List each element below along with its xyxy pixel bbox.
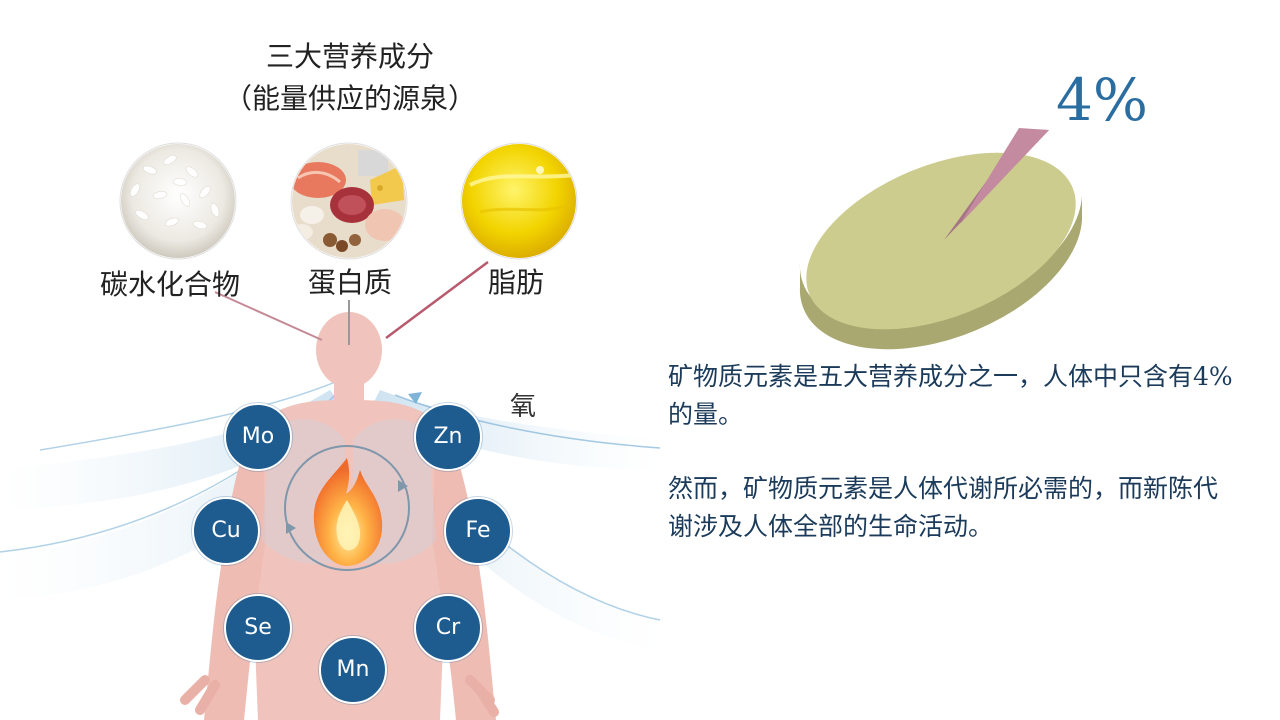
- element-badge-mn: Mn: [319, 636, 387, 704]
- oxygen-label: 氧: [510, 392, 537, 422]
- element-badge-fe: Fe: [444, 497, 512, 565]
- rice-image: [119, 142, 237, 260]
- food-connectors: [214, 260, 489, 345]
- label-fat: 脂肪: [488, 266, 545, 299]
- pie-chart: [799, 128, 1082, 350]
- title-line1: 三大营养成分: [265, 40, 434, 73]
- diagram-title: 三大营养成分 （能量供应的源泉）: [200, 36, 500, 120]
- metabolism-cycle: [284, 445, 410, 571]
- description-paragraph-1: 矿物质元素是五大营养成分之一，人体中只含有4%的量。: [668, 362, 1233, 429]
- element-badge-zn: Zn: [414, 403, 482, 471]
- description-paragraph-2: 然而，矿物质元素是人体代谢所必需的，而新陈代谢涉及人体全部的生命活动。: [668, 474, 1219, 541]
- label-protein: 蛋白质: [308, 266, 393, 299]
- element-badge-cr: Cr: [414, 594, 482, 662]
- element-badge-se: Se: [224, 594, 292, 662]
- element-badge-cu: Cu: [192, 497, 260, 565]
- pie-side: [799, 196, 1082, 350]
- pie-slice-4pct: [960, 128, 1049, 224]
- description: 矿物质元素是五大营养成分之一，人体中只含有4%的量。 然而，矿物质元素是人体代谢…: [668, 358, 1240, 582]
- title-line2: （能量供应的源泉）: [223, 82, 476, 115]
- oil-image: [460, 142, 578, 260]
- pie-main-slice: [806, 152, 1076, 330]
- element-badge-mo: Mo: [224, 403, 292, 471]
- pie-percent-label: 4%: [1056, 66, 1149, 134]
- label-carbohydrate: 碳水化合物: [100, 268, 241, 301]
- protein-foods-image: [290, 142, 408, 260]
